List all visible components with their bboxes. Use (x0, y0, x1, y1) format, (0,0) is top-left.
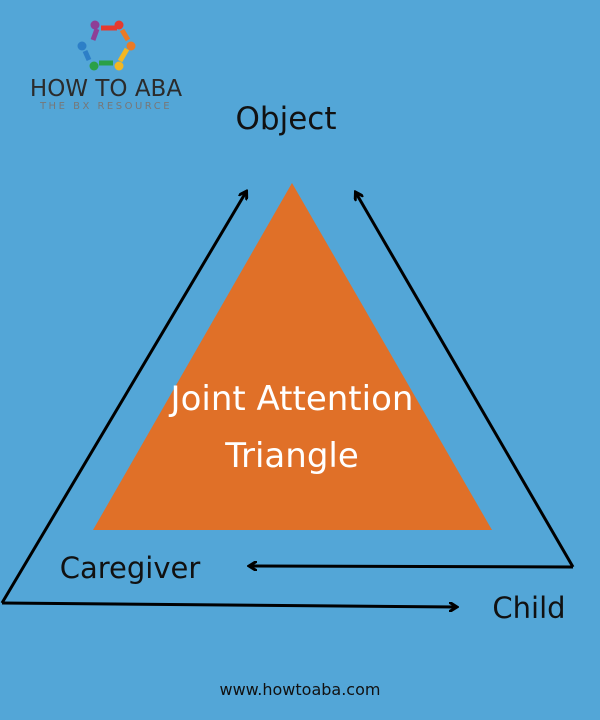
arrow-child-to-object (356, 193, 575, 568)
logo-title: HOW TO ABA (30, 76, 182, 102)
center-title-line2: Triangle (224, 436, 359, 476)
label-object: Object (236, 101, 337, 137)
logo-people-icon (77, 20, 136, 71)
label-child: Child (492, 591, 565, 625)
footer-url: www.howtoaba.com (220, 680, 381, 699)
logo: HOW TO ABA THE BX RESOURCE (30, 20, 182, 112)
arrow-caregiver-to-child (1, 601, 456, 607)
center-title-line1: Joint Attention (169, 379, 414, 419)
arrow-child-to-caregiver (250, 566, 574, 567)
logo-tagline: THE BX RESOURCE (39, 101, 172, 112)
label-caregiver: Caregiver (60, 551, 201, 585)
center-triangle (93, 183, 492, 530)
arrow-caregiver-to-object (0, 192, 246, 604)
